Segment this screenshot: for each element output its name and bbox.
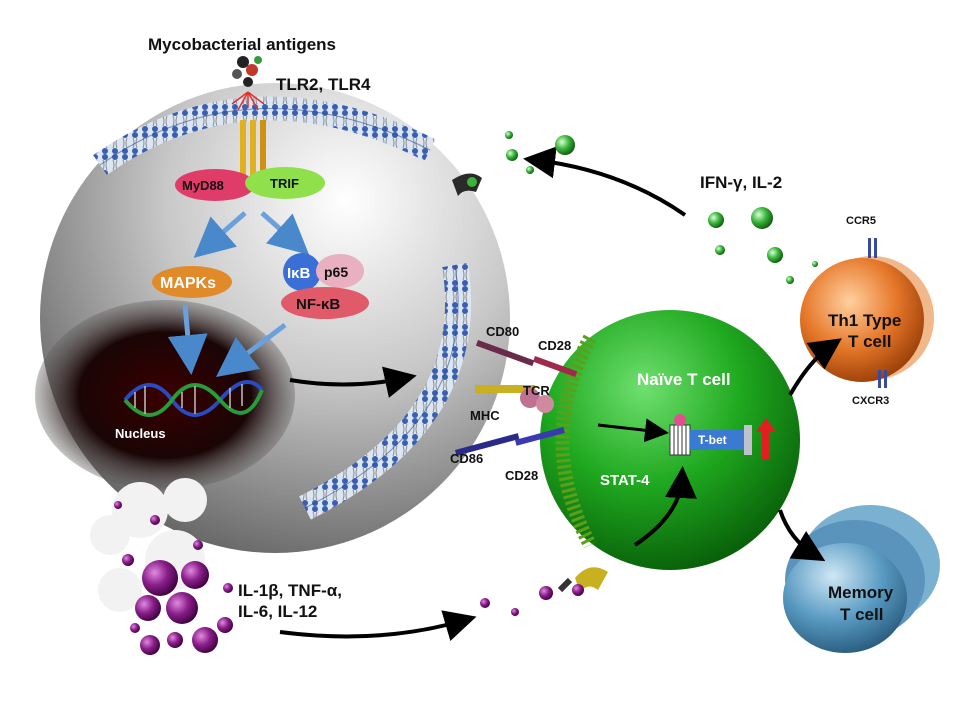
arrow-ifn-to-macrophage xyxy=(523,146,687,217)
ifn-label: IFN-γ, IL-2 xyxy=(700,173,782,192)
mycobacterial-antigen xyxy=(231,56,265,111)
nfkb-node xyxy=(281,287,369,319)
ifn-receptor-on-macrophage xyxy=(452,173,482,196)
cytokines-label-line2: IL-6, IL-12 xyxy=(238,602,317,621)
arrow-stat4-to-tbet xyxy=(633,466,697,547)
memory-t-cell xyxy=(783,505,940,653)
th1-label-line1: Th1 Type xyxy=(828,311,901,330)
trif-adapter xyxy=(245,167,325,199)
cxcr3-receptor xyxy=(878,370,887,388)
p65-label: p65 xyxy=(324,264,348,280)
tbet-label: T-bet xyxy=(698,433,727,447)
mhc-label: MHC xyxy=(470,408,500,423)
mycobacterial-antigens-label: Mycobacterial antigens xyxy=(148,35,336,54)
mapks-label: MAPKs xyxy=(160,275,216,292)
macrophage-cell xyxy=(35,83,510,553)
ifn-molecules xyxy=(505,131,818,284)
synapse-receptors xyxy=(455,339,578,456)
p65-node xyxy=(316,254,364,288)
myd88-adapter xyxy=(175,169,255,201)
arrow-naive-to-memory xyxy=(778,509,826,562)
nucleus-label: Nucleus xyxy=(115,426,166,441)
tcr-label: TCR xyxy=(523,383,550,398)
memory-label-line1: Memory xyxy=(828,583,894,602)
arrow-tcr-to-tbet xyxy=(597,418,669,443)
ccr5-label: CCR5 xyxy=(846,215,876,227)
arrow-cytokines-to-naive xyxy=(279,610,477,641)
cytokine-receptor xyxy=(557,567,608,593)
naive-t-cell-membrane xyxy=(555,334,597,549)
tlr-label: TLR2, TLR4 xyxy=(276,75,371,94)
cd80-label: CD80 xyxy=(486,324,519,339)
naive-t-cell-label: Naïve T cell xyxy=(637,370,731,389)
cd28-bottom-label: CD28 xyxy=(505,468,538,483)
ikb-node xyxy=(283,253,321,291)
cd28-top-label: CD28 xyxy=(538,338,571,353)
trif-label: TRIF xyxy=(270,176,299,191)
th1-label-line2: T cell xyxy=(848,332,891,351)
nucleus xyxy=(35,300,295,490)
nfkb-label: NF-κB xyxy=(296,296,340,313)
cytokines-label-line1: IL-1β, TNF-α, xyxy=(238,581,342,600)
tlr-receptor xyxy=(240,120,246,175)
tbet-gene xyxy=(669,414,752,456)
arrow-naive-to-th1 xyxy=(788,338,842,396)
myd88-label: MyD88 xyxy=(182,178,224,193)
dna-helix xyxy=(123,380,264,417)
ccr5-receptor xyxy=(868,238,877,258)
cxcr3-label: CXCR3 xyxy=(852,395,889,407)
cytokine-cluster xyxy=(90,478,584,655)
signaling-arrows xyxy=(167,211,310,378)
mapks-node xyxy=(152,266,232,298)
memory-label-line2: T cell xyxy=(840,605,883,624)
upregulation-arrow xyxy=(756,418,776,460)
stat4-label: STAT-4 xyxy=(600,472,650,489)
cd86-label: CD86 xyxy=(450,451,483,466)
arrow-nucleus-to-membrane xyxy=(289,366,417,398)
ikb-label: IκB xyxy=(287,265,311,282)
